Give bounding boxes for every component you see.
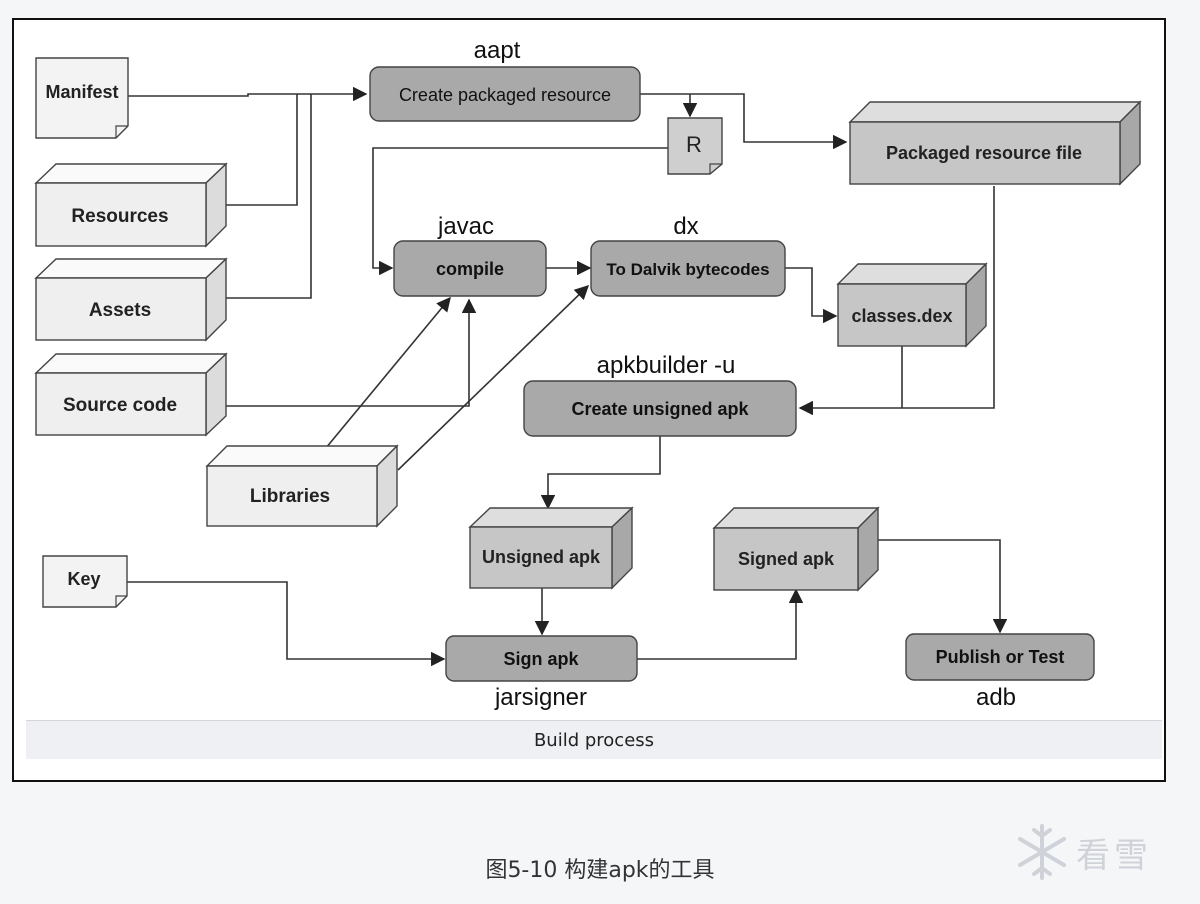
edge-packaged-apkbuilder — [798, 186, 995, 416]
snowflake-icon — [1018, 824, 1066, 880]
watermark: 看雪 — [1010, 818, 1190, 888]
node-key: Key — [42, 555, 128, 608]
edge-resources-aapt — [226, 94, 298, 206]
node-source-code: Source code — [34, 352, 228, 437]
r-label: R — [686, 132, 702, 157]
node-classes-dex: classes.dex — [836, 262, 988, 348]
edge-key-sign — [127, 581, 446, 667]
node-create-packaged-resource: Create packaged resource — [369, 66, 641, 122]
build-process-diagram: Manifest Key R Resources Assets Source c… — [34, 37, 1142, 711]
tool-labels: aapt javac dx apkbuilder -u jarsigner ad… — [437, 37, 1016, 711]
tool-javac: javac — [437, 213, 494, 240]
node-assets: Assets — [34, 257, 228, 342]
node-publish-or-test: Publish or Test — [905, 633, 1095, 681]
libraries-label: Libraries — [250, 486, 330, 507]
edge-aapt-packaged — [640, 93, 848, 150]
resources-label: Resources — [71, 206, 168, 227]
node-r: R — [667, 117, 723, 175]
tool-dx: dx — [673, 213, 698, 240]
inner-caption-bar: Build process — [26, 720, 1162, 759]
edge-libraries-dx — [397, 284, 590, 471]
compile-label: compile — [436, 259, 504, 279]
tool-aapt: aapt — [474, 37, 521, 64]
edge-sign-signed — [637, 588, 804, 660]
node-signed-apk: Signed apk — [712, 506, 880, 592]
manifest-label: Manifest — [45, 82, 118, 102]
sign-apk-label: Sign apk — [503, 649, 579, 669]
watermark-text: 看雪 — [1076, 836, 1152, 876]
source-code-label: Source code — [63, 395, 177, 416]
classes-dex-label: classes.dex — [851, 306, 952, 326]
packaged-resource-file-label: Packaged resource file — [886, 143, 1082, 163]
to-dalvik-label: To Dalvik bytecodes — [606, 260, 769, 279]
node-create-unsigned-apk: Create unsigned apk — [523, 380, 797, 437]
edge-libraries-compile — [315, 296, 451, 461]
create-unsigned-apk-label: Create unsigned apk — [571, 399, 749, 419]
edge-r-compile — [372, 147, 668, 276]
tool-adb: adb — [976, 684, 1016, 711]
node-compile: compile — [393, 240, 547, 297]
signed-apk-label: Signed apk — [738, 549, 835, 569]
edge-apkbuilder-unsigned — [540, 436, 661, 510]
node-libraries: Libraries — [205, 444, 399, 528]
edge-dx-classesdex — [785, 267, 838, 324]
inner-caption: Build process — [533, 730, 655, 751]
edge-manifest-aapt — [128, 86, 368, 102]
create-packaged-resource-label: Create packaged resource — [399, 85, 611, 105]
node-packaged-resource-file: Packaged resource file — [848, 100, 1142, 186]
tool-apkbuilder: apkbuilder -u — [597, 352, 736, 379]
node-resources: Resources — [34, 162, 228, 248]
tool-jarsigner: jarsigner — [494, 684, 587, 711]
edge-sourcecode-compile — [226, 298, 477, 407]
node-sign-apk: Sign apk — [445, 635, 638, 682]
assets-label: Assets — [89, 300, 151, 321]
node-manifest: Manifest — [35, 57, 129, 139]
edge-signed-publish — [876, 539, 1008, 634]
edge-assets-aapt — [226, 94, 312, 299]
unsigned-apk-label: Unsigned apk — [482, 547, 601, 567]
figure-caption: 图5-10 构建apk的工具 — [485, 858, 715, 883]
node-unsigned-apk: Unsigned apk — [468, 506, 634, 590]
node-to-dalvik: To Dalvik bytecodes — [590, 240, 786, 297]
publish-or-test-label: Publish or Test — [936, 647, 1065, 667]
connectors — [127, 86, 1008, 667]
key-label: Key — [67, 569, 100, 589]
